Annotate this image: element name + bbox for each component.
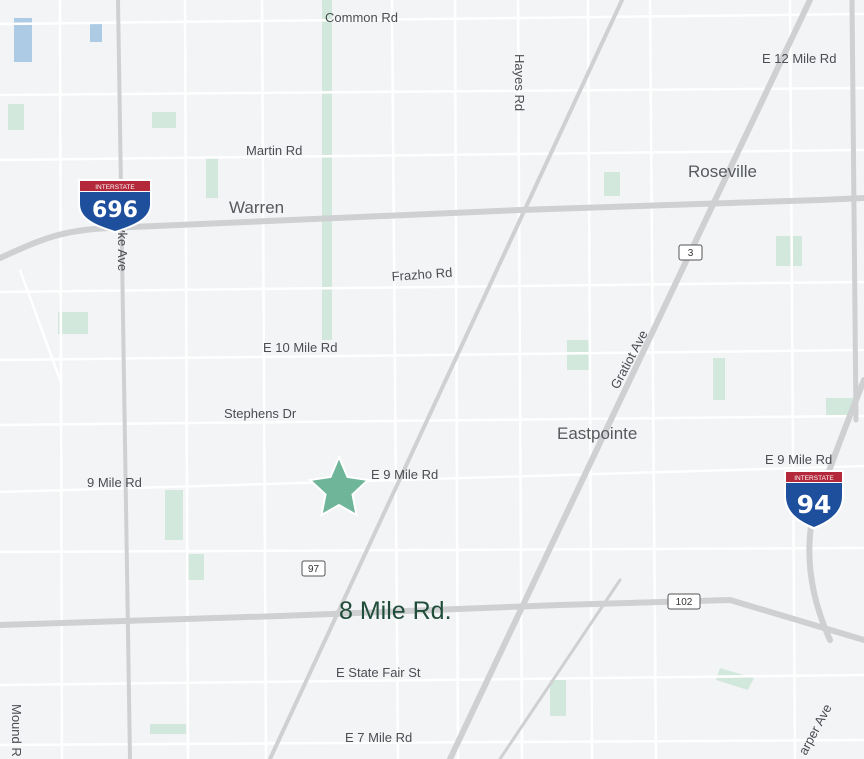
road-label-mound-rd: Mound R: [9, 704, 24, 757]
interstate-696-number: 696: [92, 198, 138, 223]
interstate-94-shield: INTERSTATE 94: [784, 470, 844, 530]
route-shield-102-label: 102: [676, 597, 693, 608]
road-label-e-12-mile-rd: E 12 Mile Rd: [762, 51, 836, 66]
road-label-hayes-rd: Hayes Rd: [512, 54, 527, 111]
route-shield-3-label: 3: [688, 248, 694, 259]
route-shield-3: 3: [678, 244, 703, 261]
road-label-frazho-rd: Frazho Rd: [391, 265, 453, 284]
interstate-696-shield: INTERSTATE 696: [78, 179, 152, 233]
road-label-e-9-mile-rd: E 9 Mile Rd: [371, 467, 438, 482]
road-label-stephens-dr: Stephens Dr: [224, 406, 297, 421]
highlight-label-8-mile-rd: 8 Mile Rd.: [339, 597, 452, 625]
route-shield-102: 102: [667, 593, 701, 610]
road-label-e-state-fair-st: E State Fair St: [336, 665, 421, 680]
route-shield-97-label: 97: [308, 564, 320, 575]
water-area: [90, 22, 102, 42]
city-label-eastpointe: Eastpointe: [557, 424, 637, 443]
water-area: [14, 18, 32, 62]
city-label-roseville: Roseville: [688, 162, 757, 181]
route-shield-97: 97: [301, 560, 326, 577]
road-label-van-dyke-ave: yke Ave: [115, 226, 130, 271]
interstate-94-number: 94: [797, 490, 832, 519]
road-label-martin-rd: Martin Rd: [246, 143, 302, 158]
star-icon[interactable]: [307, 454, 371, 517]
road-label-common-rd: Common Rd: [325, 10, 398, 25]
interstate-696-top: INTERSTATE: [95, 184, 135, 191]
road-label-9-mile-rd: 9 Mile Rd: [87, 475, 142, 490]
road-label-e-7-mile-rd: E 7 Mile Rd: [345, 730, 412, 745]
interstate-94-top: INTERSTATE: [794, 475, 834, 482]
parks: [8, 0, 856, 734]
city-label-warren: Warren: [229, 198, 284, 217]
road-label-e-9-mile-rd-east: E 9 Mile Rd: [765, 452, 832, 467]
road-label-e-10-mile-rd: E 10 Mile Rd: [263, 340, 337, 355]
